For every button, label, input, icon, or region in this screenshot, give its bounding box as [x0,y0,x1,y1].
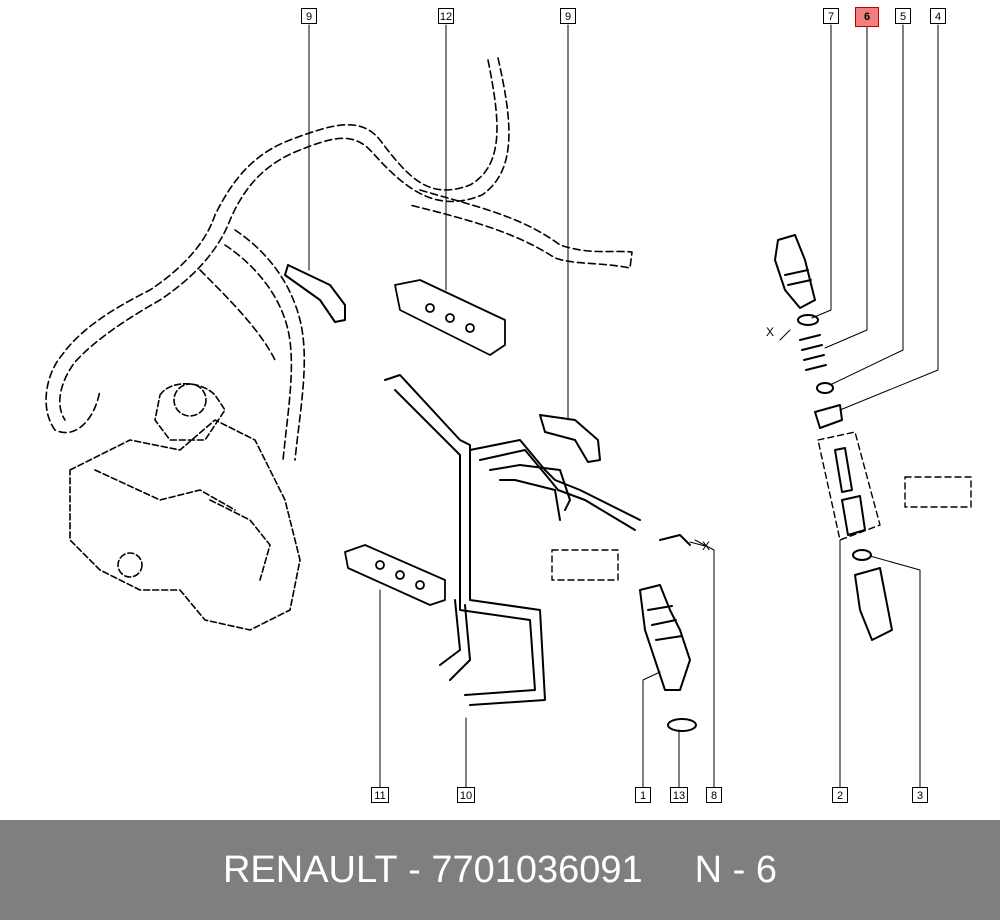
callout-11: 11 [371,787,389,803]
x-mark-right: X [702,539,710,553]
return-hose-dashed [45,57,633,461]
leader-lines [308,24,939,791]
footer-bar: RENAULT - 7701036091 N - 6 [0,820,1000,920]
part-number: 7701036091 [431,848,643,891]
reference-code: N - 6 [694,848,778,891]
brand-name: RENAULT [222,848,398,891]
callout-13: 13 [670,787,688,803]
callout-12: 12 [438,8,454,24]
callout-9-left: 9 [301,8,317,24]
hose-sleeve-left [284,264,346,323]
callout-6-highlighted: 6 [855,7,879,27]
callout-4: 4 [930,8,946,24]
callout-5: 5 [895,8,911,24]
callout-1: 1 [635,787,651,803]
clamp-block-upper [394,279,506,356]
detail-boxes [551,431,972,581]
injection-pump [69,383,301,631]
injector-pipes [384,374,641,706]
parts-diagram: X X [45,24,972,791]
dash-separator: - [397,848,432,891]
clamp-block-lower [344,544,446,606]
x-mark-left: X [766,325,774,339]
callout-9-right: 9 [560,8,576,24]
callout-7: 7 [823,8,839,24]
callout-2: 2 [832,787,848,803]
injector-center [639,534,697,732]
callout-3: 3 [912,787,928,803]
callout-8: 8 [706,787,722,803]
injector-exploded [774,234,893,641]
callout-10: 10 [457,787,475,803]
hose-sleeve-right [539,414,601,463]
